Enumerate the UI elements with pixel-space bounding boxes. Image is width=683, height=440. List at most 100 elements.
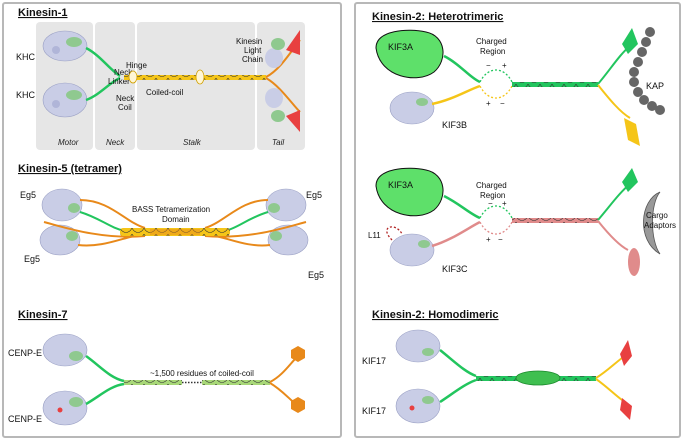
kif3c-motor — [389, 233, 435, 267]
kif3b-linker — [431, 84, 481, 106]
klc-label-2: Light — [244, 46, 262, 55]
neck-region-box — [95, 22, 135, 150]
kif3a-linker-bottom — [443, 194, 481, 220]
eg5-green-tl — [79, 211, 126, 232]
eg5-motor-tl — [41, 188, 83, 222]
kif3b-tail-domain — [624, 118, 640, 146]
kif3a-motor-bottom — [375, 167, 444, 217]
cenpe-hexagon-top — [291, 346, 305, 362]
tail-red-triangle-bottom — [286, 110, 300, 132]
eg5-arm-tr — [204, 199, 269, 229]
stalk-region-box — [137, 22, 255, 150]
charge-plus-b-bottom: + — [486, 235, 491, 244]
cargo-label-1: Cargo — [646, 211, 668, 220]
coiled-coil-label: Coiled-coil — [146, 88, 184, 97]
kinesin1-section: Kinesin-1 Motor Neck Stalk Tail KHC KHC … — [16, 7, 305, 150]
kinesin1-stalk-twist — [124, 75, 266, 80]
kif3a-linker-top — [443, 54, 481, 84]
khc-label-bottom: KHC — [16, 90, 36, 100]
region-motor: Motor — [58, 138, 79, 147]
kinesin7-title: Kinesin-7 — [18, 309, 68, 321]
eg5-motor-br — [267, 224, 309, 256]
neck-coil-label-1: Neck — [116, 94, 135, 103]
kinesin7-section: Kinesin-7 CENP-E CENP-E ~1,500 residues … — [8, 309, 305, 426]
bass-domain-twist — [120, 228, 230, 236]
eg5-label-bl: Eg5 — [24, 254, 40, 264]
kif3a-motor-top — [375, 29, 444, 79]
stalk-bulge — [195, 69, 205, 85]
kif3a-tail-domain-top — [622, 28, 638, 54]
charge-plus-bottom: + — [486, 99, 491, 108]
kif3b-motor — [389, 91, 435, 125]
charge-minus-b-bottom: − — [498, 235, 503, 244]
region-tail: Tail — [272, 138, 284, 147]
cenpe-motor-bottom — [42, 390, 88, 426]
tail-red-triangle-top — [286, 30, 300, 55]
klc-label-3: Chain — [242, 55, 263, 64]
kif17-tail-domain-bottom — [620, 398, 632, 420]
kinesin2-hetero-title: Kinesin-2: Heterotrimeric — [372, 11, 503, 23]
cenpe-label-bottom: CENP-E — [8, 414, 42, 424]
charged-loop-bottom-b — [479, 221, 513, 235]
kinesin1-title: Kinesin-1 — [18, 7, 68, 19]
charged-label-bottom-1: Charged — [476, 181, 507, 190]
tail-lower — [265, 77, 301, 113]
cenpe-motor-top — [42, 333, 88, 367]
kif17-tail-domain-top — [620, 340, 632, 366]
klc-structure-top — [265, 38, 285, 68]
charged-loop-top-a — [479, 69, 513, 83]
charged-label-top-2: Region — [480, 47, 505, 56]
kif17-tail-bottom — [595, 378, 623, 401]
neck-linker-top — [85, 46, 121, 78]
kif3b-label: KIF3B — [442, 120, 467, 130]
eg5-label-tr: Eg5 — [306, 190, 322, 200]
kif3c-linker — [431, 220, 481, 248]
neck-linker-bottom — [85, 76, 121, 102]
bass-label-2: Domain — [162, 215, 190, 224]
eg5-arm-tl — [79, 199, 146, 229]
klc-label-1: Kinesin — [236, 37, 262, 46]
charged-label-top-1: Charged — [476, 37, 507, 46]
eg5-motor-tr — [265, 188, 307, 222]
charged-label-bottom-2: Region — [480, 191, 505, 200]
kinesin2-hetero-section: Kinesin-2: Heterotrimeric KIF3A KIF3B Ch… — [368, 11, 676, 276]
neck-coil-label-2: Coil — [118, 103, 132, 112]
khc-label-top: KHC — [16, 52, 36, 62]
kif3a-label-bottom: KIF3A — [388, 180, 413, 190]
charge-plus-b-top: + — [502, 199, 507, 208]
kinesin5-section: Kinesin-5 (tetramer) Eg5 Eg5 Eg5 Eg5 — [18, 163, 324, 280]
kif3a-tail-bottom — [597, 183, 631, 221]
kinesin2-homo-title: Kinesin-2: Homodimeric — [372, 309, 499, 321]
kif17-linker-top — [439, 349, 477, 378]
kap-chain — [629, 27, 665, 115]
neck-linker-label-1: Neck — [114, 68, 133, 77]
kif3ac-stalk-twist — [512, 218, 598, 223]
eg5-label-tl: Eg5 — [20, 190, 36, 200]
cargo-adaptor-shape — [643, 191, 661, 255]
kif3a-label-top: KIF3A — [388, 42, 413, 52]
kif17-linker-bottom — [439, 378, 477, 404]
charge-minus-bottom: − — [500, 99, 505, 108]
cenpe-linker-bottom — [85, 382, 125, 406]
eg5-green-tr — [224, 211, 269, 232]
hinge-bulge — [128, 70, 138, 84]
cargo-label-2: Adaptors — [644, 221, 676, 230]
coil-note: ~1,500 residues of coiled-coil — [150, 369, 254, 378]
charged-loop-top-b — [479, 85, 513, 99]
kif3c-label: KIF3C — [442, 264, 468, 274]
region-stalk: Stalk — [183, 138, 202, 147]
kif17-label-top: KIF17 — [362, 356, 386, 366]
kif3b-tail — [597, 84, 631, 119]
kif3a-tail-top — [597, 45, 631, 85]
kif3a-tail-domain-bottom — [622, 168, 638, 192]
charge-plus-top: + — [502, 61, 507, 70]
kif17-motor-top — [395, 329, 441, 363]
kinesin2-homo-section: Kinesin-2: Homodimeric KIF17 KIF17 — [362, 309, 632, 424]
kif17-label-bottom: KIF17 — [362, 406, 386, 416]
khc-motor-top — [42, 30, 88, 62]
eg5-label-br: Eg5 — [308, 270, 324, 280]
kif17-stalk-bulge — [515, 370, 561, 386]
region-neck: Neck — [106, 138, 125, 147]
kif3c-tail — [597, 220, 629, 251]
